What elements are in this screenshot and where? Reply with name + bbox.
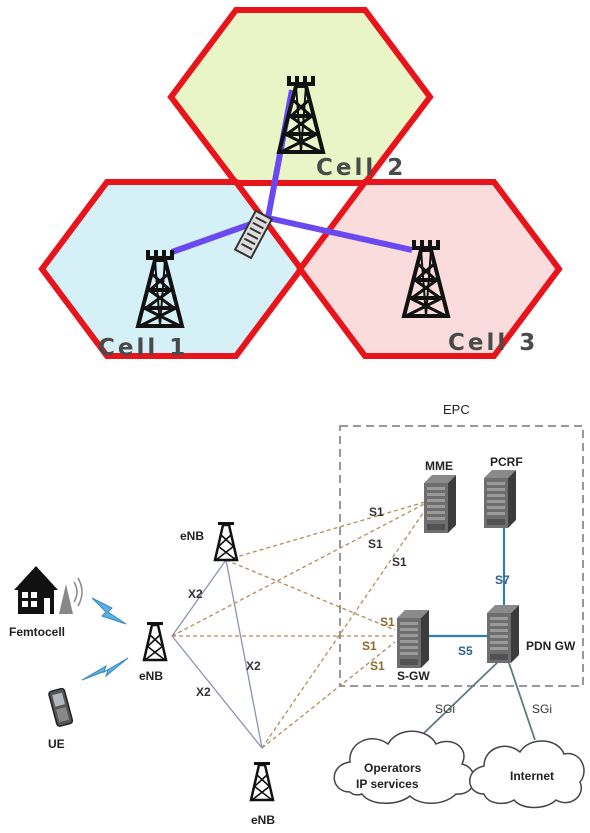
cell-hexagons — [38, 7, 563, 359]
s7-label: S7 — [495, 573, 510, 587]
pcrf-server-icon — [484, 470, 516, 528]
sgw-server-icon — [397, 610, 429, 668]
cell-1-label: Cell 1 — [98, 335, 188, 361]
pcrf-label: PCRF — [490, 455, 523, 469]
wireless-bolt-icon — [91, 597, 127, 625]
femtocell-label: Femtocell — [9, 625, 65, 639]
mme-server-icon — [424, 475, 456, 533]
pdngw-label: PDN GW — [526, 639, 576, 653]
s1-label-sgw-2: S1 — [362, 639, 377, 653]
femtocell-house-icon — [14, 566, 83, 614]
epc-label: EPC — [443, 402, 470, 417]
enb-bottom-label: eNB — [251, 813, 275, 827]
pdngw-server-icon — [487, 605, 519, 663]
operators-label-line1: Operators — [364, 761, 422, 775]
cell-1-hexagon — [38, 179, 305, 359]
x2-label-3: X2 — [196, 685, 211, 699]
s1-label-mme-3: S1 — [392, 555, 407, 569]
sgw-label: S-GW — [397, 669, 430, 683]
cell-3-label: Cell 3 — [448, 330, 538, 356]
sgi-label-internet: SGi — [532, 702, 552, 716]
enb-mid-tower-icon — [142, 620, 168, 662]
enb-top-tower-icon — [213, 520, 239, 562]
enb-mid-label: eNB — [139, 669, 163, 683]
s1-label-mme-2: S1 — [368, 537, 383, 551]
enb-bottom-tower-icon — [249, 760, 275, 802]
sgi-label-operators: SGi — [435, 702, 455, 716]
internet-cloud-icon — [469, 740, 585, 809]
epc-boundary — [339, 425, 584, 687]
s1-links — [171, 499, 433, 749]
x2-links — [171, 559, 263, 749]
internet-label: Internet — [510, 769, 554, 783]
s1-label-sgw-1: S1 — [380, 615, 395, 629]
mme-label: MME — [425, 459, 453, 473]
operators-label-line2: IP services — [356, 777, 419, 791]
wireless-bolt-icon — [81, 657, 129, 681]
operators-cloud-icon — [333, 730, 475, 804]
ue-label: UE — [48, 737, 65, 751]
enb-top-label: eNB — [180, 529, 204, 543]
central-hub-icon — [233, 209, 274, 260]
x2-label-1: X2 — [188, 587, 203, 601]
core-links — [427, 528, 506, 638]
ue-phone-icon — [48, 687, 74, 727]
x2-label-2: X2 — [246, 659, 261, 673]
s1-label-sgw-3: S1 — [370, 659, 385, 673]
cell-2-label: Cell 2 — [316, 155, 406, 181]
s1-label-mme-1: S1 — [369, 505, 384, 519]
s5-label: S5 — [458, 644, 473, 658]
